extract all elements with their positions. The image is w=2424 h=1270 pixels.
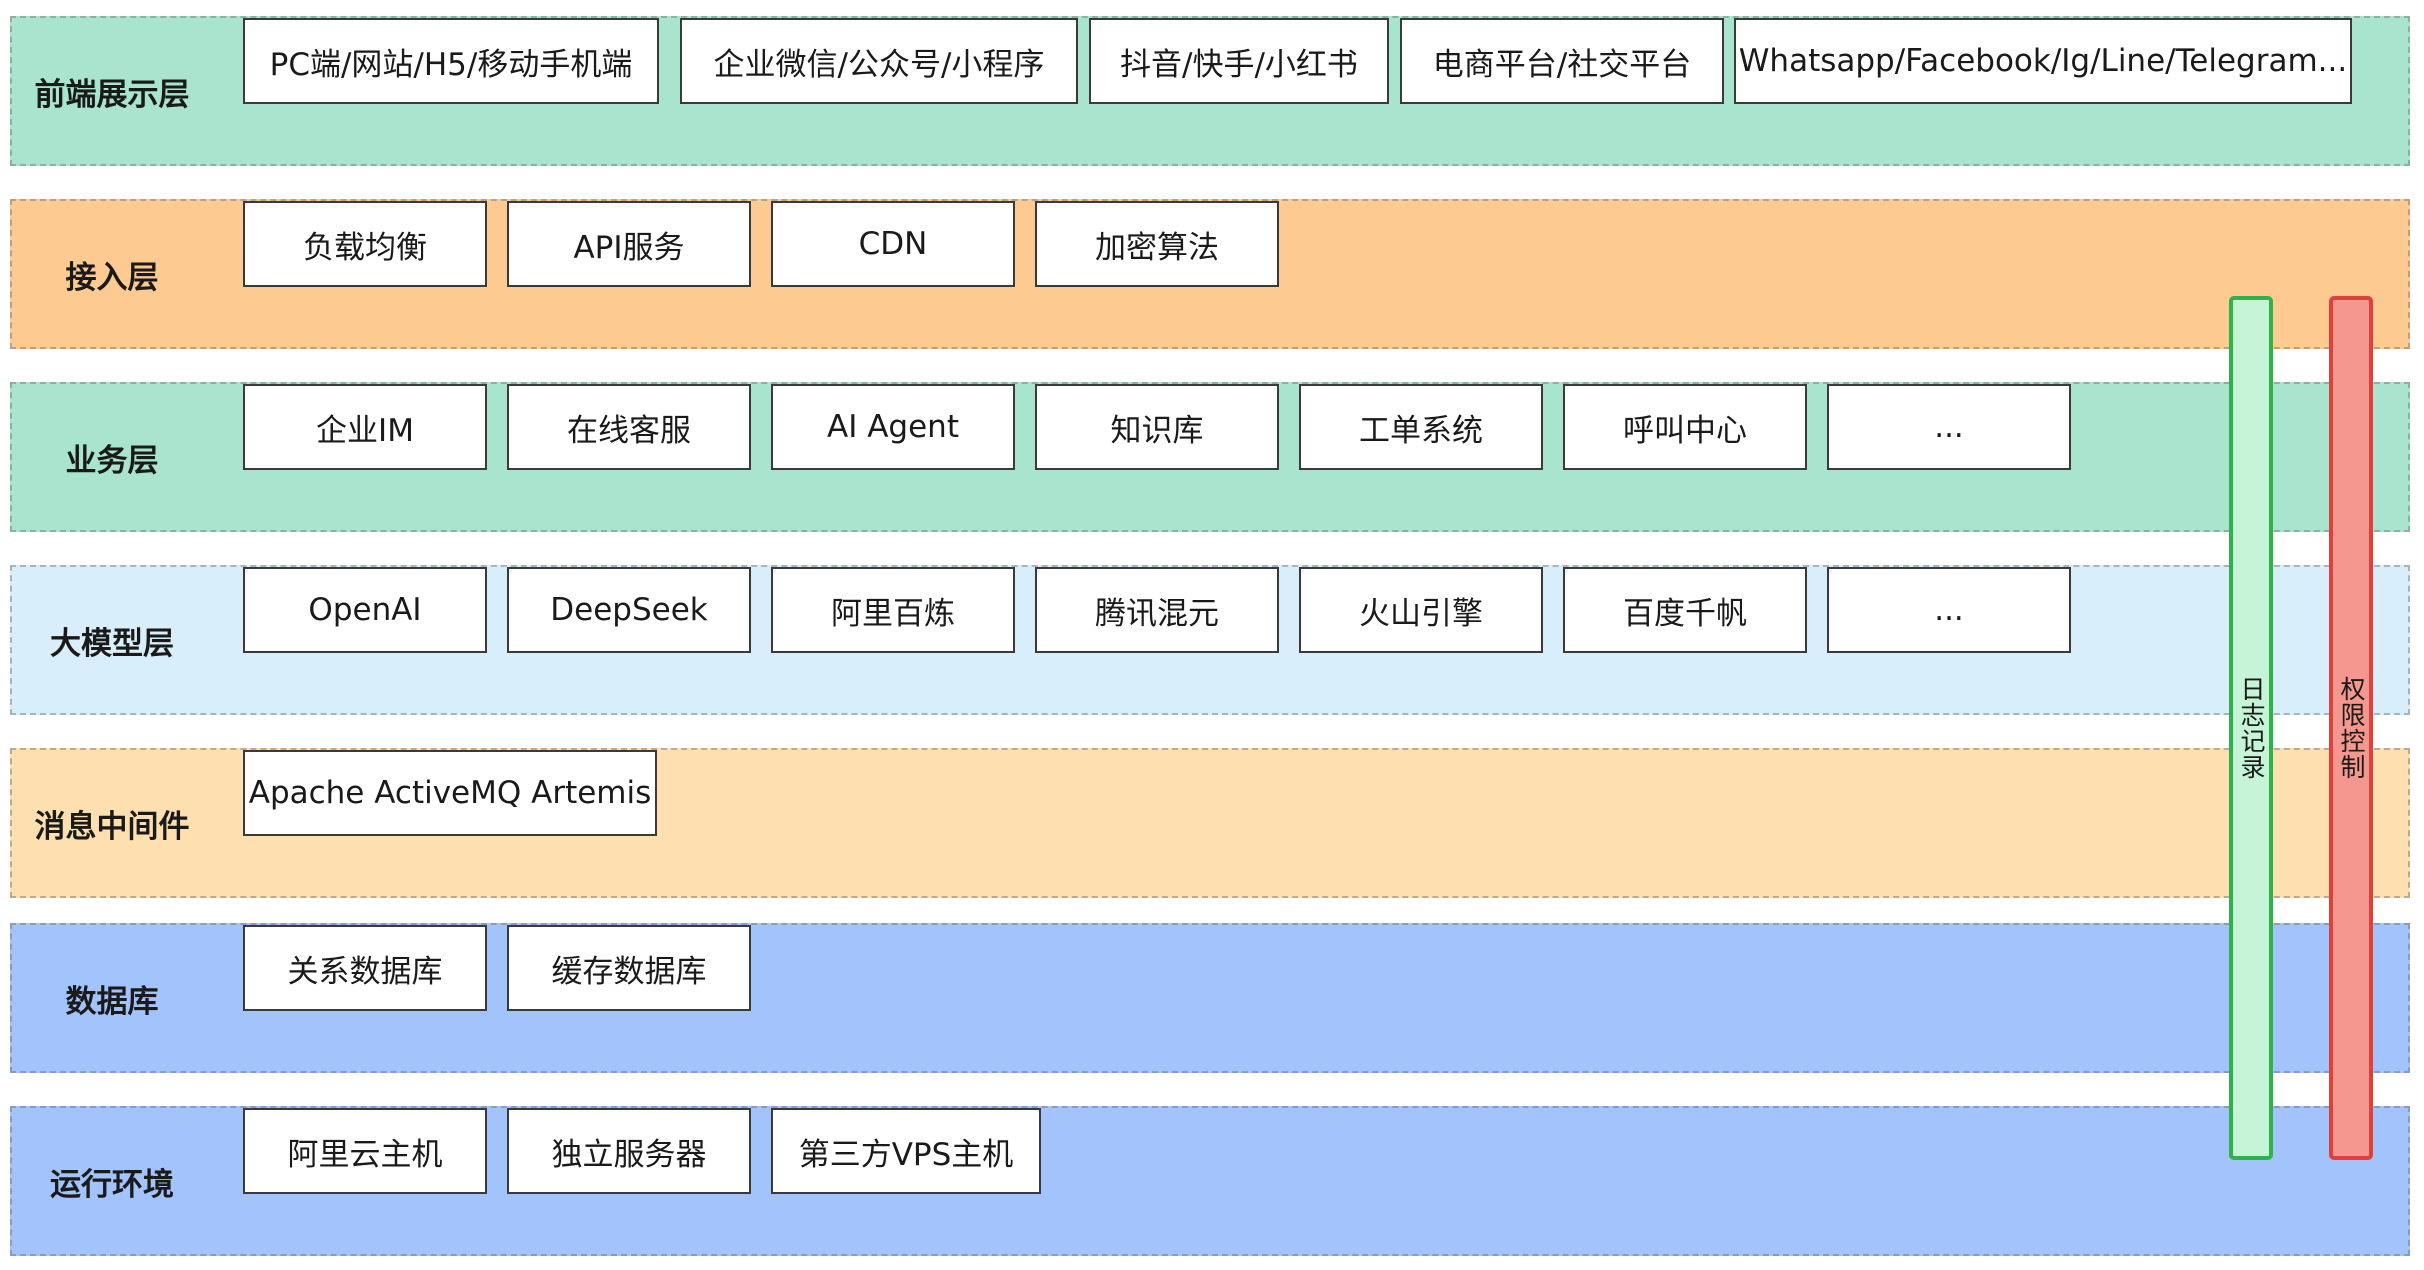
- item-call-center: 呼叫中心: [1563, 384, 1807, 470]
- access-control-bar-label: 权限控制: [2337, 676, 2366, 780]
- item-business-more: ...: [1827, 384, 2071, 470]
- item-overseas-messengers: Whatsapp/Facebook/Ig/Line/Telegram...: [1734, 18, 2352, 104]
- layer-label-runtime: 运行环境: [50, 1166, 174, 1203]
- layer-message-middleware: 消息中间件 Apache ActiveMQ Artemis: [10, 748, 2410, 898]
- access-control-bar: 权限控制: [2329, 296, 2373, 1160]
- layer-database: 数据库 关系数据库 缓存数据库: [10, 923, 2410, 1073]
- layer-access: 接入层 负载均衡 API服务 CDN 加密算法: [10, 199, 2410, 349]
- item-load-balancer: 负载均衡: [243, 201, 487, 287]
- layer-label-access: 接入层: [65, 259, 159, 296]
- item-pc-web-h5-mobile: PC端/网站/H5/移动手机端: [243, 18, 659, 104]
- item-ecommerce-social: 电商平台/社交平台: [1400, 18, 1724, 104]
- item-wecom-official-miniprogram: 企业微信/公众号/小程序: [680, 18, 1078, 104]
- item-tencent-hunyuan: 腾讯混元: [1035, 567, 1279, 653]
- item-cdn: CDN: [771, 201, 1015, 287]
- layer-label-frontend: 前端展示层: [34, 76, 190, 113]
- item-online-support: 在线客服: [507, 384, 751, 470]
- item-cache-db: 缓存数据库: [507, 925, 751, 1011]
- item-third-party-vps: 第三方VPS主机: [771, 1108, 1041, 1194]
- item-knowledge-base: 知识库: [1035, 384, 1279, 470]
- item-llm-more: ...: [1827, 567, 2071, 653]
- item-alibaba-bailian: 阿里百炼: [771, 567, 1015, 653]
- item-ticket-system: 工单系统: [1299, 384, 1543, 470]
- logging-bar-label: 日志记录: [2237, 676, 2266, 780]
- item-relational-db: 关系数据库: [243, 925, 487, 1011]
- item-baidu-qianfan: 百度千帆: [1563, 567, 1807, 653]
- layer-label-database: 数据库: [65, 983, 159, 1020]
- item-ai-agent: AI Agent: [771, 384, 1015, 470]
- item-volcano-engine: 火山引擎: [1299, 567, 1543, 653]
- layer-runtime: 运行环境 阿里云主机 独立服务器 第三方VPS主机: [10, 1106, 2410, 1256]
- layer-business: 业务层 企业IM 在线客服 AI Agent 知识库 工单系统 呼叫中心 ...: [10, 382, 2410, 532]
- layer-label-business: 业务层: [65, 442, 159, 479]
- logging-bar: 日志记录: [2229, 296, 2273, 1160]
- item-dedicated-server: 独立服务器: [507, 1108, 751, 1194]
- item-api-service: API服务: [507, 201, 751, 287]
- item-alibaba-cloud-host: 阿里云主机: [243, 1108, 487, 1194]
- item-enterprise-im: 企业IM: [243, 384, 487, 470]
- layer-label-message-middleware: 消息中间件: [34, 808, 190, 845]
- item-deepseek: DeepSeek: [507, 567, 751, 653]
- layer-llm: 大模型层 OpenAI DeepSeek 阿里百炼 腾讯混元 火山引擎 百度千帆…: [10, 565, 2410, 715]
- item-openai: OpenAI: [243, 567, 487, 653]
- item-douyin-kuaishou-xiaohongshu: 抖音/快手/小红书: [1089, 18, 1389, 104]
- item-activemq-artemis: Apache ActiveMQ Artemis: [243, 750, 657, 836]
- layer-label-llm: 大模型层: [50, 625, 174, 662]
- layer-frontend: 前端展示层 PC端/网站/H5/移动手机端 企业微信/公众号/小程序 抖音/快手…: [10, 16, 2410, 166]
- item-encryption: 加密算法: [1035, 201, 1279, 287]
